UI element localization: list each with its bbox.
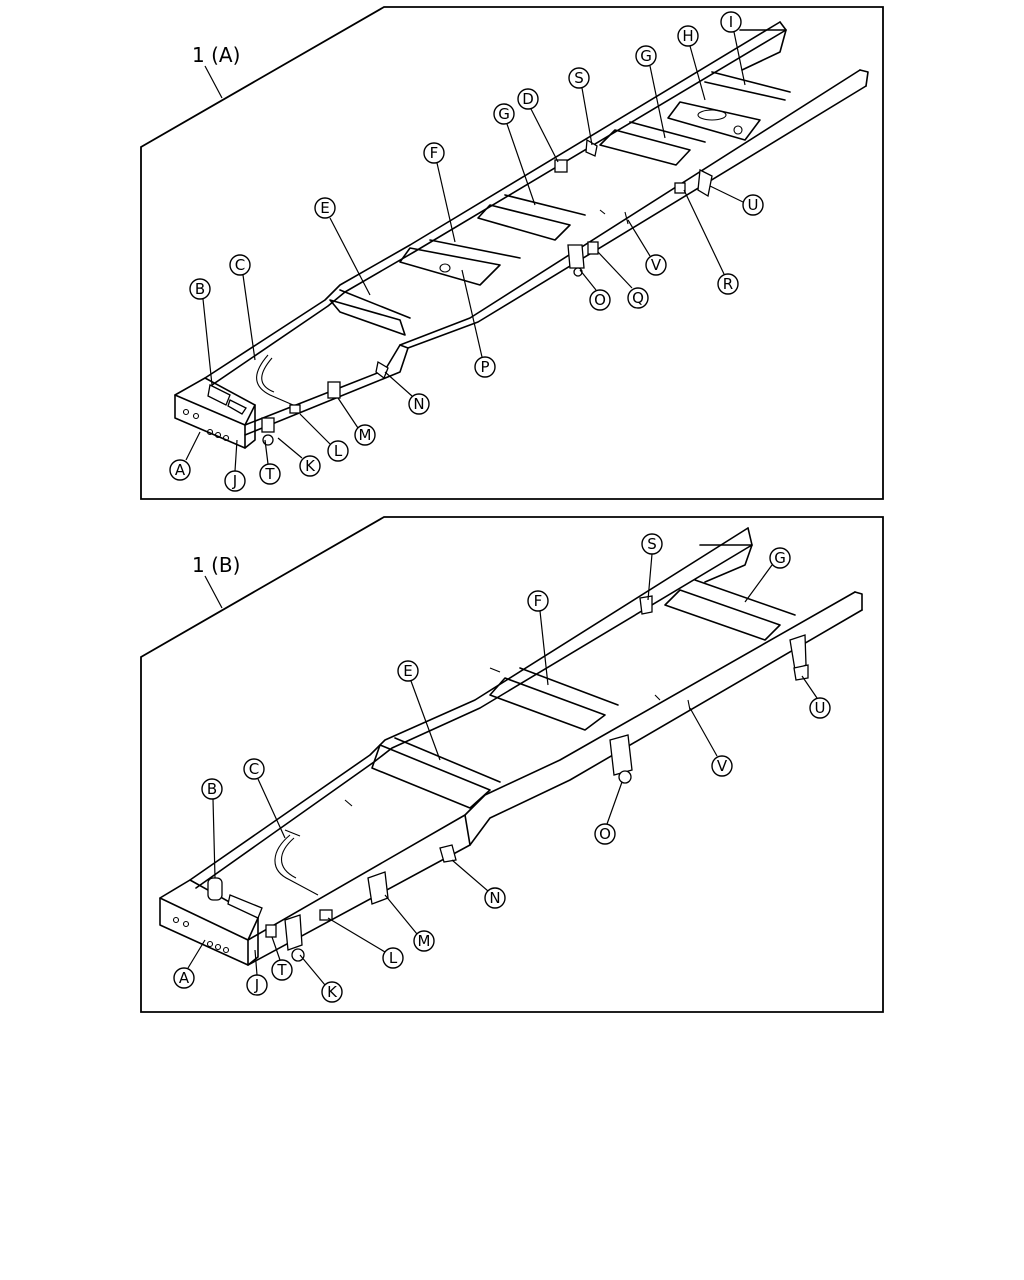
svg-text:R: R (723, 275, 733, 293)
callout-a-B: B (189, 278, 213, 386)
callout-a-K: K (277, 437, 321, 477)
svg-text:E: E (403, 662, 412, 680)
callout-a-O: O (579, 269, 611, 311)
frame-a (174, 21, 869, 449)
callout-a-U: U (709, 185, 764, 216)
callouts-b: A B C E F (173, 533, 831, 1003)
callout-a-T: T (259, 439, 281, 485)
svg-text:D: D (522, 90, 534, 108)
svg-text:G: G (774, 549, 786, 567)
panel-b: 1 (B) (140, 516, 884, 1013)
panel-b-border (140, 516, 884, 1013)
svg-text:S: S (647, 535, 657, 553)
callout-a-V: V (627, 219, 667, 276)
svg-text:Q: Q (632, 289, 644, 307)
svg-text:O: O (599, 825, 611, 843)
callout-a-L: L (299, 413, 349, 462)
callout-b-O: O (594, 781, 623, 845)
callout-b-F: F (527, 590, 549, 686)
callout-b-N: N (451, 859, 506, 909)
panel-a-label: 1 (A) (192, 43, 240, 67)
svg-text:B: B (207, 780, 217, 798)
callout-b-U: U (801, 675, 831, 719)
callout-a-E: E (314, 197, 371, 296)
svg-text:C: C (249, 760, 259, 778)
panel-a-border (140, 6, 884, 500)
svg-text:N: N (413, 395, 424, 413)
callout-a-G2: G (635, 45, 666, 139)
svg-text:C: C (235, 256, 245, 274)
svg-text:F: F (430, 144, 439, 162)
svg-text:T: T (264, 465, 275, 483)
callout-a-C: C (229, 254, 256, 361)
callout-b-K: K (299, 954, 343, 1003)
svg-text:F: F (534, 592, 543, 610)
svg-text:T: T (276, 961, 287, 979)
callout-b-E: E (397, 660, 441, 761)
svg-text:O: O (594, 291, 606, 309)
svg-text:N: N (489, 889, 500, 907)
svg-text:G: G (640, 47, 652, 65)
svg-text:G: G (498, 105, 510, 123)
callout-a-F: F (423, 142, 456, 243)
svg-text:K: K (305, 457, 316, 475)
svg-text:V: V (651, 256, 662, 274)
svg-text:U: U (815, 699, 826, 717)
svg-text:S: S (574, 69, 584, 87)
svg-text:I: I (729, 13, 733, 31)
callout-a-N: N (384, 371, 430, 415)
svg-text:J: J (254, 976, 259, 994)
callout-a-S: S (568, 67, 593, 146)
callout-b-T: T (271, 936, 293, 981)
callout-b-V: V (689, 707, 733, 777)
svg-text:A: A (175, 461, 186, 479)
callouts-a: A B C D E (169, 11, 764, 492)
callout-b-M: M (384, 894, 435, 952)
svg-text:L: L (389, 949, 398, 967)
callout-b-C: C (243, 758, 286, 839)
svg-text:L: L (334, 442, 343, 460)
panel-a-label-leader (204, 65, 223, 99)
svg-text:E: E (320, 199, 329, 217)
callout-b-L: L (327, 917, 404, 969)
panel-b-label: 1 (B) (192, 553, 240, 577)
callout-a-Q: Q (597, 251, 649, 309)
svg-text:V: V (717, 757, 728, 775)
callout-a-R: R (683, 189, 739, 295)
panel-b-label-leader (204, 575, 223, 609)
svg-text:J: J (232, 472, 237, 490)
callout-b-G: G (744, 547, 791, 603)
svg-text:U: U (748, 196, 759, 214)
svg-text:P: P (480, 358, 489, 376)
svg-text:A: A (179, 969, 190, 987)
callout-b-B: B (201, 778, 223, 879)
callout-a-D: D (517, 88, 559, 163)
callout-b-J: J (246, 949, 268, 996)
callout-a-I: I (720, 11, 746, 86)
frame-b (159, 527, 863, 966)
callout-b-A: A (173, 939, 206, 989)
callout-a-G1: G (493, 103, 536, 206)
svg-text:H: H (682, 27, 693, 45)
svg-text:M: M (359, 426, 372, 444)
callout-b-S: S (641, 533, 663, 601)
svg-text:K: K (327, 983, 338, 1001)
callout-a-J: J (224, 439, 246, 492)
panel-a: 1 (A) (140, 6, 884, 500)
callout-a-H: H (677, 25, 706, 101)
callout-a-A: A (169, 431, 201, 481)
callout-a-M: M (337, 397, 376, 446)
callout-a-P: P (461, 269, 496, 378)
svg-text:B: B (195, 280, 205, 298)
svg-text:M: M (418, 932, 431, 950)
